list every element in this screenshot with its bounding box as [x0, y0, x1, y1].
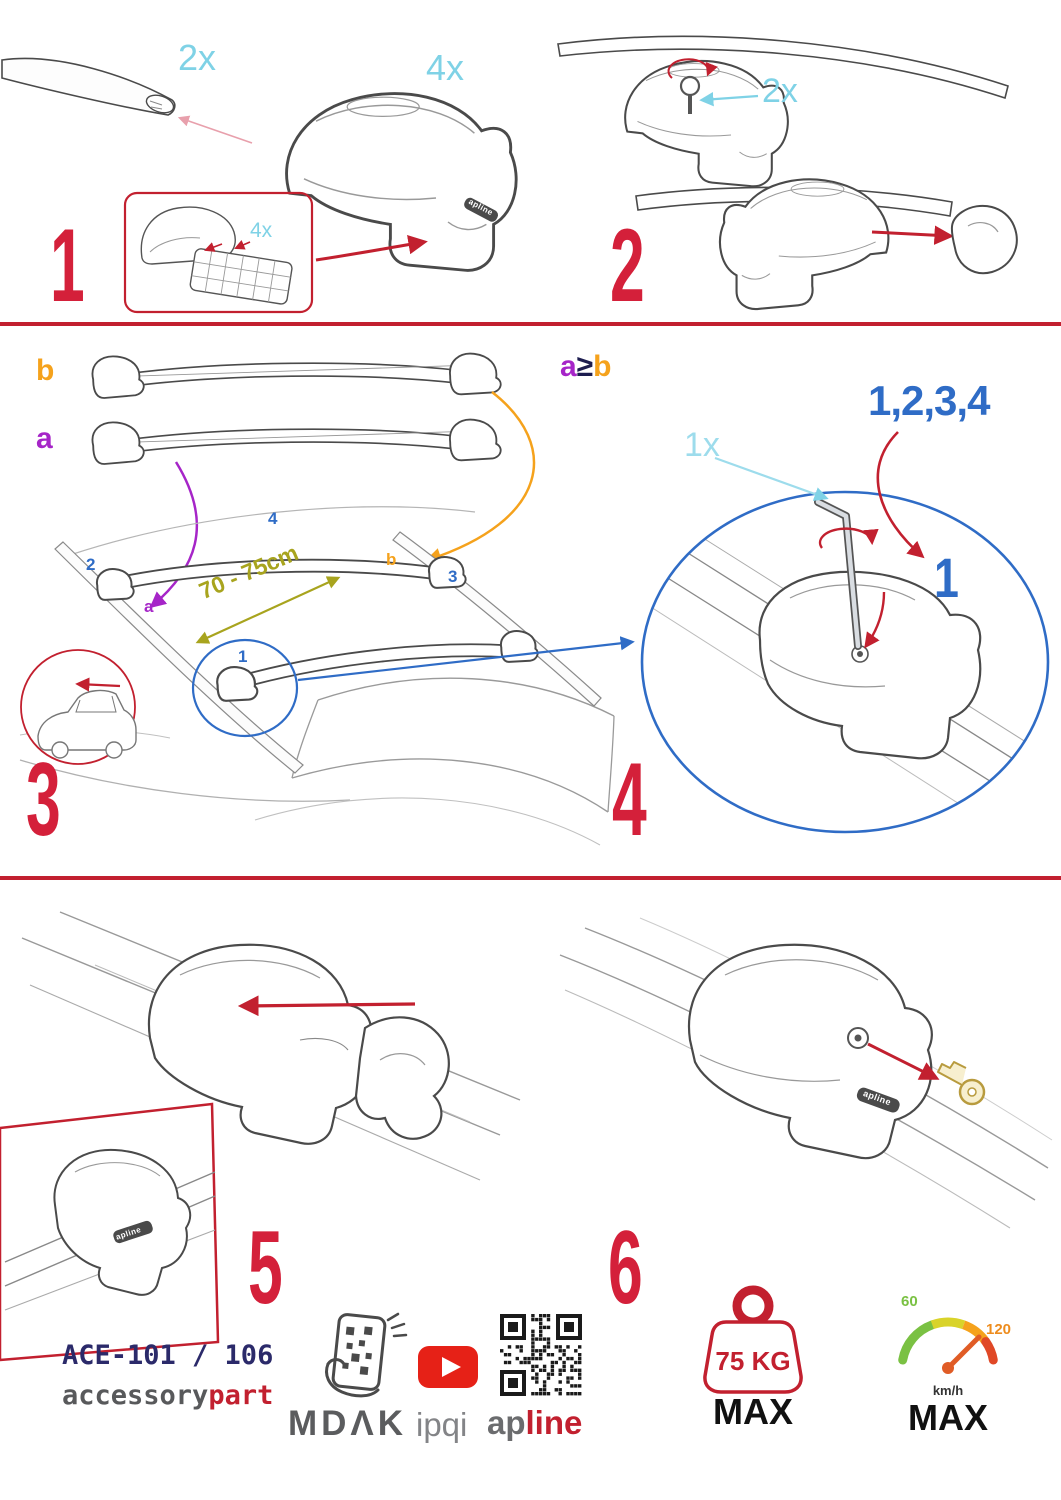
brand-red: part	[208, 1380, 274, 1411]
weight-icon	[703, 1285, 803, 1394]
section-divider-2	[0, 876, 1061, 880]
lock-key-icon	[679, 75, 701, 97]
rule-label: a≥b	[560, 352, 611, 382]
step4-number: 4	[612, 742, 647, 858]
allen-key-icon	[814, 498, 862, 650]
clamp-arm-illustration	[354, 1016, 450, 1140]
section-divider-1	[0, 322, 1061, 326]
ipqi-wordmark: ipqi	[416, 1406, 468, 1443]
bar-qty-label: 2x	[178, 37, 217, 78]
step1-number: 1	[50, 208, 85, 324]
bar-a-position-arrow	[149, 461, 199, 609]
step1-pad-inset	[123, 191, 428, 314]
step3-bar-b-illustration	[91, 352, 502, 399]
roof-marker-4: 4	[268, 509, 278, 528]
roof-marker-2: 2	[86, 555, 96, 574]
speed-low-label: 60	[901, 1293, 918, 1310]
speed-high-label: 120	[986, 1321, 1012, 1338]
speed-unit-label: km/h	[932, 1383, 964, 1398]
rule-b: b	[593, 350, 612, 383]
product-code: ACE-101 / 106	[62, 1340, 274, 1371]
step2-number: 2	[610, 208, 645, 324]
apline-wordmark: apline	[487, 1406, 582, 1439]
first-foot-highlight-circle	[191, 638, 299, 738]
step5-illustration	[21, 911, 521, 1181]
step2-illustration	[557, 35, 1018, 311]
weight-value: 75 KG	[715, 1346, 791, 1376]
bar-a-label: a	[36, 422, 53, 455]
apline-gray: ap	[487, 1404, 526, 1441]
rule-operator: ≥	[576, 350, 594, 383]
step4-zoom-illustration	[640, 431, 1050, 834]
step5-number: 5	[248, 1210, 283, 1326]
step5-inset-illustration	[0, 1102, 220, 1362]
mdak-wordmark: MDΛK	[288, 1404, 408, 1443]
car-inset-illustration	[20, 649, 137, 765]
roof-marker-a: a	[144, 597, 154, 616]
key-qty-arrow	[714, 456, 829, 501]
bar-b-label: b	[36, 354, 55, 387]
step6-number: 6	[608, 1210, 643, 1326]
step3-number: 3	[26, 742, 61, 858]
key-qty-label-step2: 2x	[762, 72, 798, 110]
bar-b-position-arrow	[424, 391, 536, 564]
roof-marker-1: 1	[238, 647, 248, 666]
brand-gray: accessory	[62, 1380, 209, 1411]
step6-illustration	[559, 917, 1053, 1229]
step1-crossbar-profile-illustration	[1, 57, 253, 144]
roof-marker-b: b	[386, 550, 397, 569]
brand-wordmark: accessorypart	[62, 1380, 273, 1411]
key-icon	[937, 1061, 986, 1106]
repeat-sequence-arrow	[876, 431, 925, 559]
apline-red: line	[525, 1404, 583, 1441]
key-qty-label-step4: 1x	[684, 426, 720, 464]
roof-marker-3: 3	[448, 567, 458, 586]
speedometer-icon	[898, 1317, 998, 1374]
youtube-icon	[418, 1346, 478, 1388]
phone-qr-icon	[325, 1312, 408, 1398]
speed-max-label: MAX	[908, 1397, 988, 1438]
foot-qty-label: 4x	[426, 47, 465, 88]
step3-bar-a-illustration	[91, 418, 502, 465]
pad-qty-label: 4x	[250, 219, 273, 242]
weight-max-label: MAX	[713, 1391, 793, 1432]
first-foot-label: 1	[934, 546, 959, 609]
qr-code-icon	[500, 1314, 582, 1396]
rule-a: a	[560, 350, 577, 383]
sequence-label: 1,2,3,4	[868, 377, 990, 424]
step1-foot-illustration	[285, 92, 518, 272]
end-cap-illustration	[950, 204, 1018, 275]
zoom-callout-arrow	[297, 636, 635, 682]
